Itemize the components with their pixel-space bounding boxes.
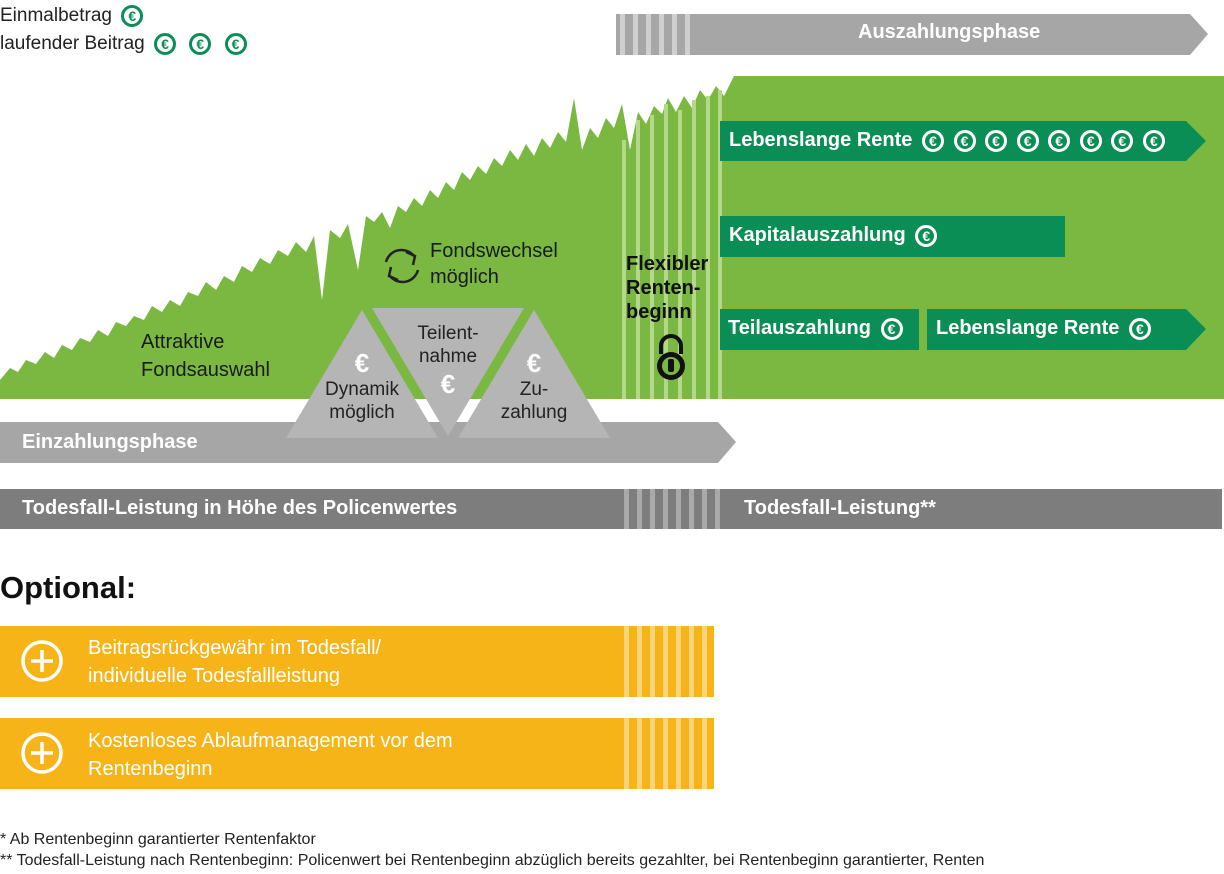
einzahlungsphase-label: Einzahlungsphase [22,431,198,453]
triangle-zuzahlung-line2: zahlung [500,402,568,423]
refresh-icon [384,248,420,284]
auszahlungsphase-arrow [616,14,1208,55]
triangle-zuzahlung-line1: Zu- [519,379,549,400]
optional-bar-2 [0,718,714,789]
optional-item-2-line1: Kostenloses Ablaufmanagement vor dem [88,730,453,752]
triangle-dynamik [286,310,438,438]
triangle-teilentnahme-line2: nahme [418,346,478,367]
attraktive-fondsauswahl-label: Attraktive Fondsauswahl [141,328,270,384]
lebenslange-rente-text: Lebenslange Rente [729,129,913,151]
lebenslange-rente-2-text: Lebenslange Rente [936,317,1120,339]
flexibler-line1: Flexibler [626,253,709,275]
flexibler-line3: beginn [626,301,692,323]
euro-icon: € [121,4,144,27]
kapitalauszahlung-label: Kapitalauszahlung € [729,224,938,247]
teilauszahlung-label: Teilauszahlung € [728,317,903,340]
euro-icon: € [526,348,542,378]
euro-icon: € [354,348,370,378]
lebenslange-rente-label: Lebenslange Rente € € € € € € € € [729,129,1165,152]
euro-icon: € [1111,129,1134,152]
euro-icon: € [985,129,1008,152]
euro-icon: € [154,32,176,55]
triangle-teilentnahme-label: Teilent- nahme € [388,322,508,400]
lock-icon [657,334,685,380]
optional-item-2-line2: Rentenbeginn [88,758,213,780]
footnote-1: * Ab Rentenbeginn garantierter Rentenfak… [0,831,316,848]
todesfall-bar [0,489,1222,529]
optional-item-2-text: Kostenloses Ablaufmanagement vor dem Ren… [88,727,453,783]
euro-icon: € [1142,129,1165,152]
todesfall-after-label: Todesfall-Leistung** [744,497,936,519]
legend-laufender-label: laufender Beitrag [0,33,145,54]
euro-icon: € [1128,317,1151,340]
optional-bar-1 [0,626,714,697]
triangle-zuzahlung [458,310,610,438]
flexibler-line2: Renten- [626,277,701,299]
kapitalauszahlung-text: Kapitalauszahlung [729,224,906,246]
triangle-dynamik-line2: möglich [329,402,395,423]
kapitalauszahlung-bar [720,216,1065,257]
lebenslange-rente-2-label: Lebenslange Rente € [936,317,1151,340]
plus-icon [21,640,63,682]
legend-laufender-beitrag: laufender Beitrag € € € [0,32,247,56]
fondswechsel-label: Fondswechsel möglich [430,238,558,290]
plus-icon [21,732,63,774]
euro-icon: € [1048,129,1071,152]
optional-item-1-line2: individuelle Todesfallleistung [88,665,341,687]
attraktive-line2: Fondsauswahl [141,359,270,381]
optional-item-1-text: Beitragsrückgewähr im Todesfall/ individ… [88,634,381,690]
legend-einmalbetrag-label: Einmalbetrag [0,5,112,26]
triangle-dynamik-line1: Dynamik [325,379,399,400]
euro-icon: € [953,129,976,152]
triangle-teilentnahme [372,308,524,436]
euro-icon: € [921,129,944,152]
footnote-2: ** Todesfall-Leistung nach Rentenbeginn:… [0,852,985,869]
auszahlungsphase-label: Auszahlungsphase [858,21,1041,43]
euro-icon: € [915,224,938,247]
attraktive-line1: Attraktive [141,331,225,353]
triangle-teilentnahme-line1: Teilent- [417,323,479,344]
triangle-dynamik-label: € Dynamik möglich [302,348,422,424]
euro-icon: € [1079,129,1102,152]
optional-heading: Optional: [0,570,137,605]
flexibler-rentenbeginn-label: Flexibler Renten- beginn [626,252,708,324]
euro-icon: € [1016,129,1039,152]
euro-icon: € [440,369,456,399]
fondswechsel-line1: Fondswechsel [430,240,558,262]
triangle-zuzahlung-label: € Zu- zahlung [474,348,594,424]
legend-einmalbetrag: Einmalbetrag € [0,4,144,28]
euro-icon: € [880,317,903,340]
optional-item-1-line1: Beitragsrückgewähr im Todesfall/ [88,637,382,659]
fondswechsel-line2: möglich [430,266,499,288]
teilauszahlung-text: Teilauszahlung [728,317,871,339]
euro-icon: € [189,32,212,55]
todesfall-before-label: Todesfall-Leistung in Höhe des Policenwe… [22,497,458,519]
euro-icon: € [224,32,247,55]
